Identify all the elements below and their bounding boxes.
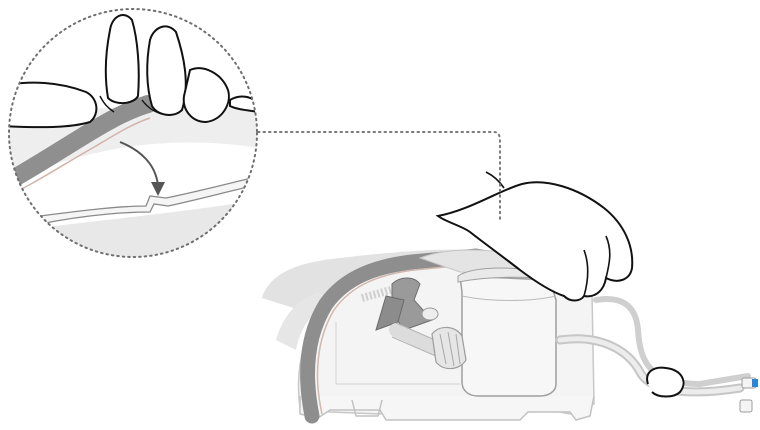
device-base [300, 396, 594, 420]
outlet-knob [422, 308, 438, 320]
tube-clip [647, 368, 683, 397]
tank-port [432, 327, 466, 368]
tube-end-connector-bottom [740, 400, 752, 412]
detail-callout [0, 0, 270, 270]
cpap-device [262, 249, 758, 420]
tube-end-accent [752, 379, 758, 387]
detail-finger-middle [106, 15, 139, 103]
callout-leader-line [258, 132, 500, 220]
hand-wrist [486, 172, 504, 188]
water-tank [460, 276, 556, 396]
